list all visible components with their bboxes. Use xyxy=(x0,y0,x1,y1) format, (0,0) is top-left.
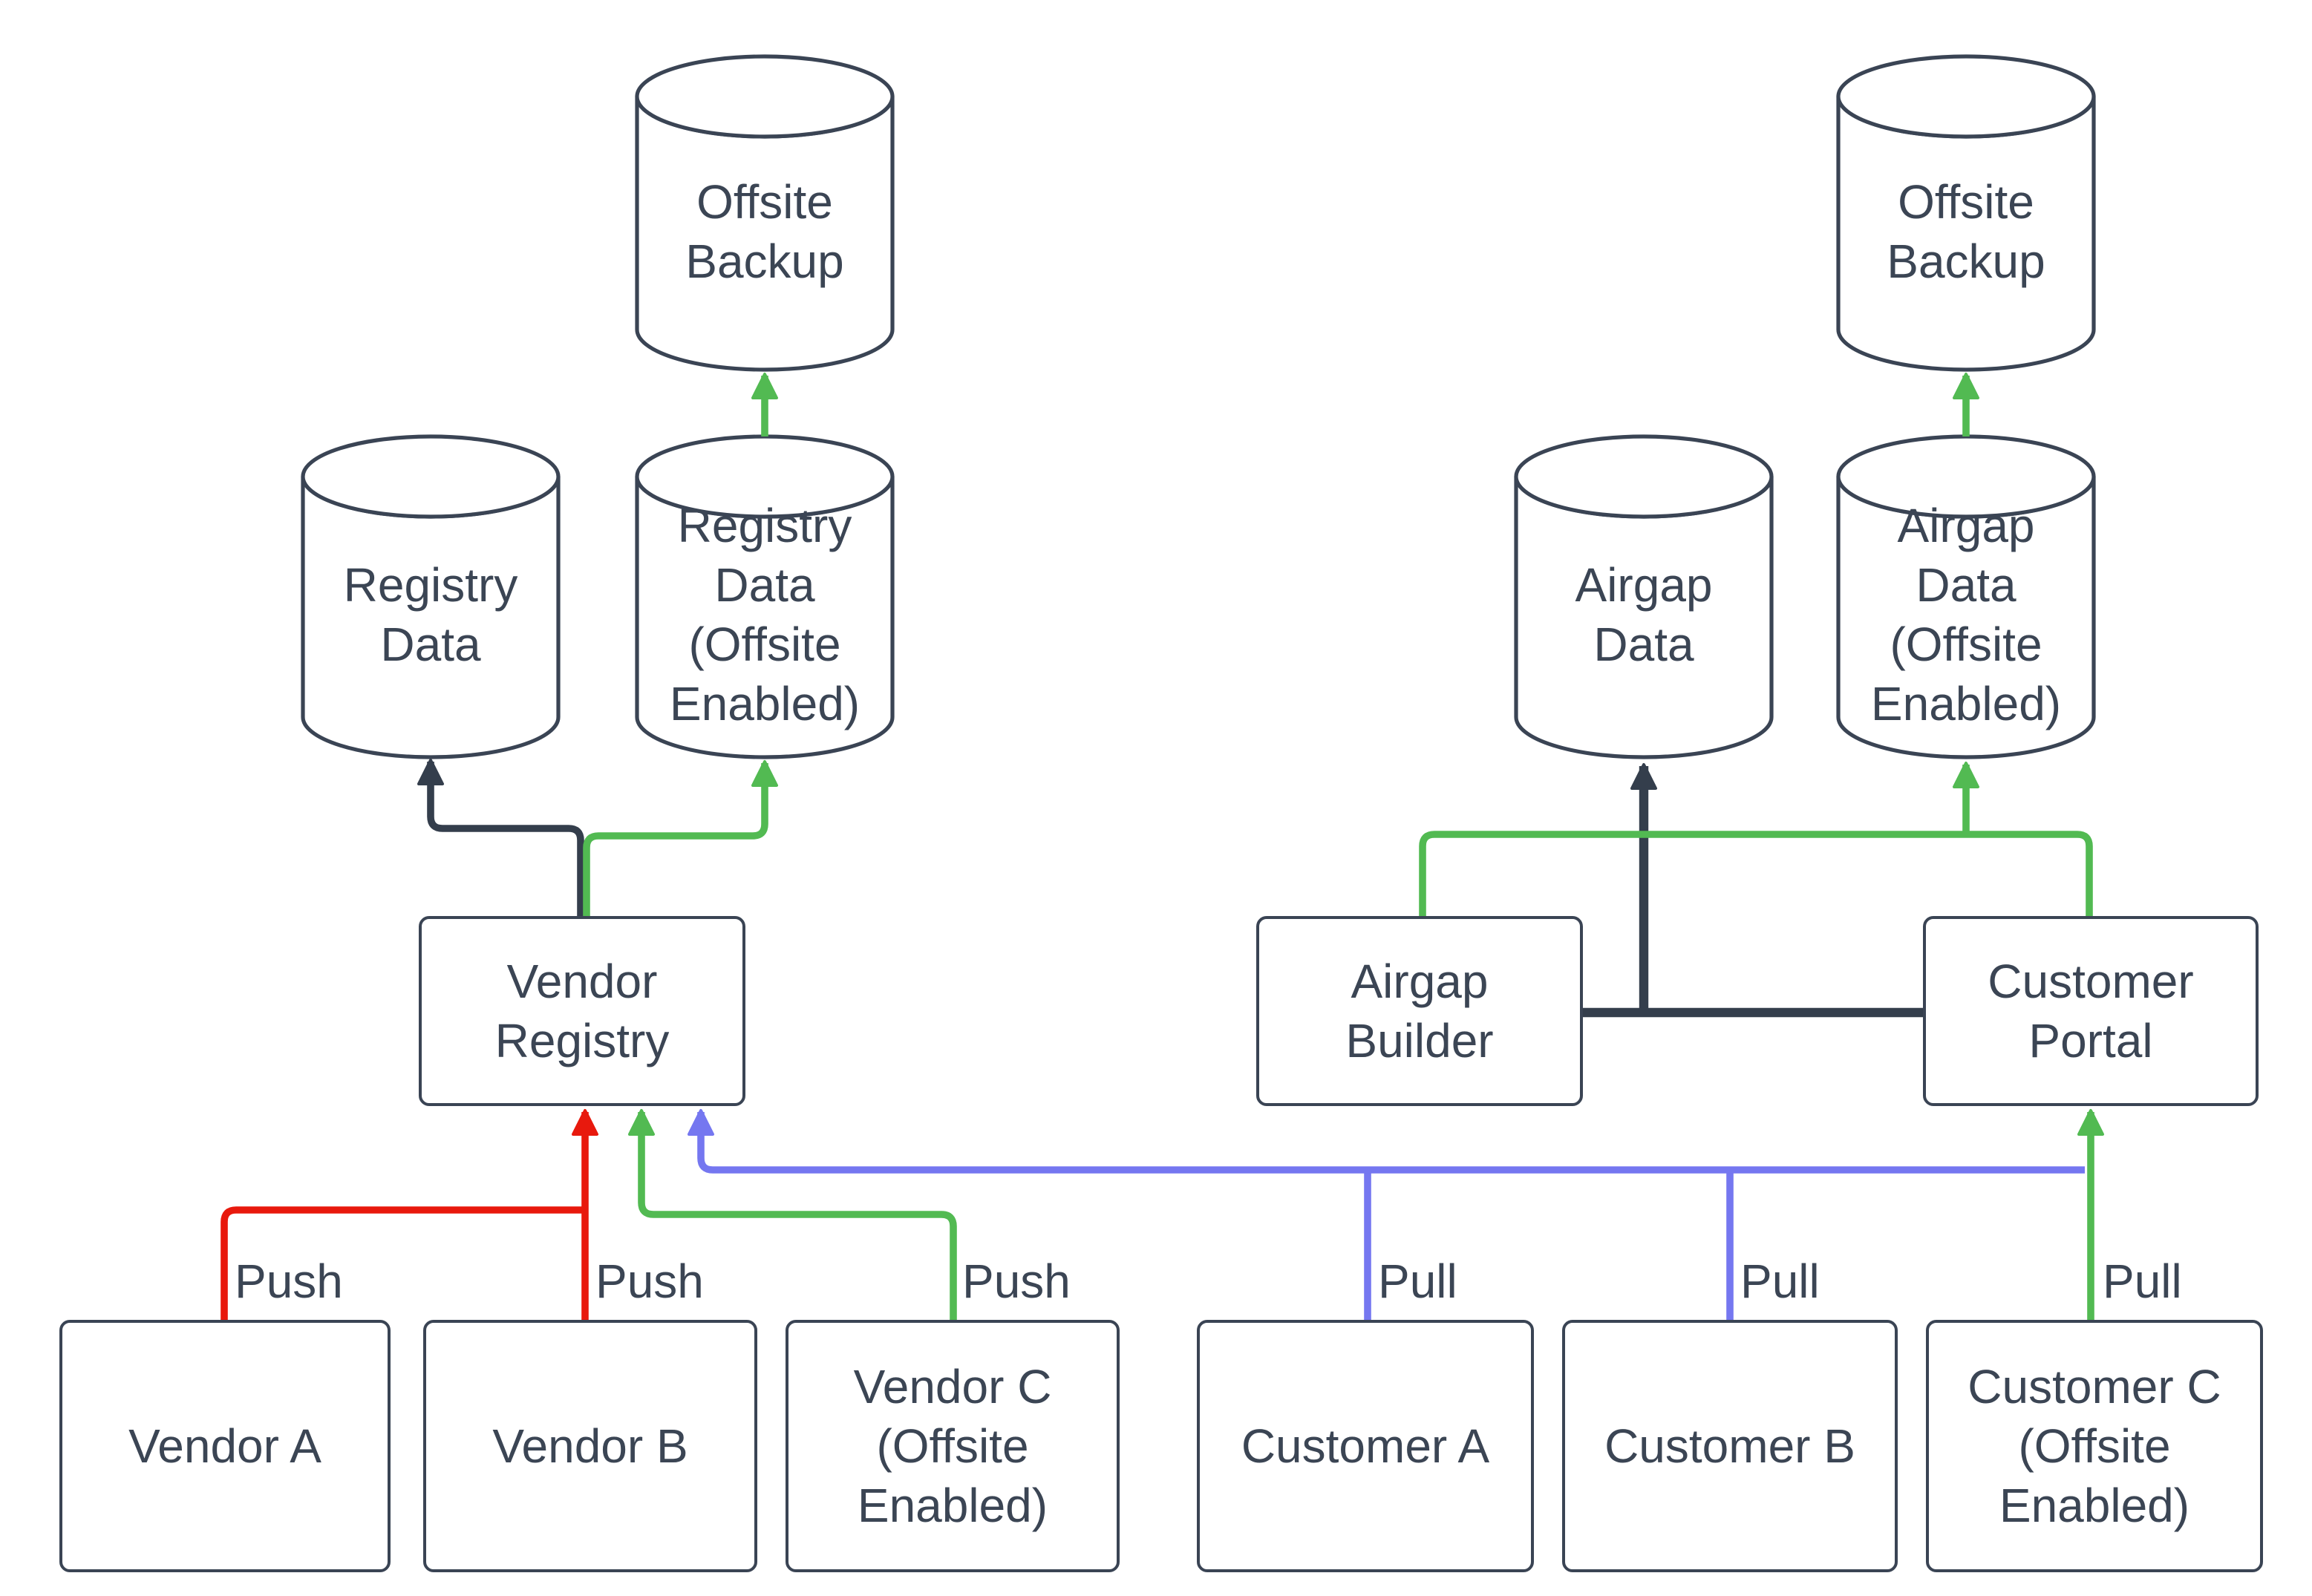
cylinder-offsite-backup-left xyxy=(635,54,895,372)
edge-label-pull-customer-c: Pull xyxy=(2103,1255,2182,1308)
edge-label-pull-customer-b: Pull xyxy=(1740,1255,1820,1308)
node-customer-a: Customer A xyxy=(1197,1320,1534,1572)
edge-label-push-vendor-a: Push xyxy=(235,1255,343,1308)
node-vendor-c: Vendor C (Offsite Enabled) xyxy=(786,1320,1120,1572)
edge-vendor-registry-to-registry-data-offsite xyxy=(583,760,778,916)
node-customer-b: Customer B xyxy=(1562,1320,1898,1572)
node-vendor-registry: Vendor Registry xyxy=(419,916,745,1106)
node-customer-c: Customer C (Offsite Enabled) xyxy=(1926,1320,2263,1572)
node-customer-portal: Customer Portal xyxy=(1923,916,2259,1106)
edge-customers-pull-to-vendor-registry xyxy=(688,1109,2085,1174)
node-vendor-b: Vendor B xyxy=(423,1320,757,1572)
edge-vendor-c-push xyxy=(628,1109,957,1320)
node-vendor-a: Vendor A xyxy=(59,1320,391,1572)
cylinder-offsite-backup-right xyxy=(1836,54,2096,372)
edge-label-pull-customer-a: Pull xyxy=(1378,1255,1457,1308)
cylinder-registry-data-offsite xyxy=(635,434,895,759)
edge-vendor-registry-to-registry-data xyxy=(417,759,584,916)
cylinder-airgap-data xyxy=(1514,434,1774,759)
edge-label-push-vendor-b: Push xyxy=(595,1255,704,1308)
cylinder-airgap-data-offsite xyxy=(1836,434,2096,759)
node-airgap-builder: Airgap Builder xyxy=(1256,916,1583,1106)
edge-label-push-vendor-c: Push xyxy=(962,1255,1071,1308)
cylinder-registry-data xyxy=(301,434,561,759)
edge-airgap-offsite-branch xyxy=(1419,831,2093,916)
edge-vendor-a-push xyxy=(221,1206,582,1320)
